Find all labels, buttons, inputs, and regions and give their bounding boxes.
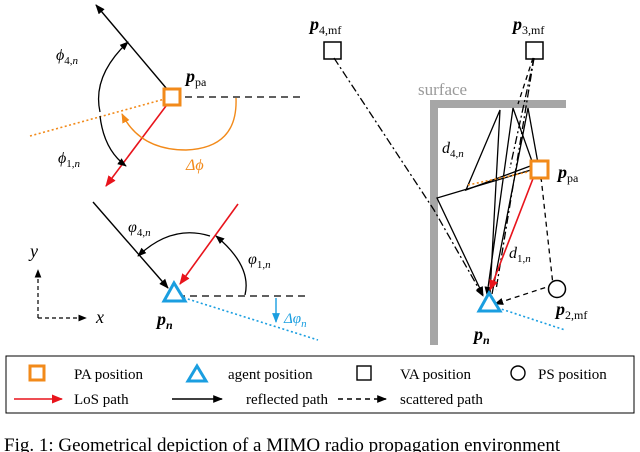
pa-orientation-line <box>29 96 173 137</box>
legend-pa-square-icon <box>28 364 46 382</box>
phi4-arc <box>97 41 129 113</box>
reflected-path-3 <box>484 107 534 296</box>
phi1-arc <box>99 115 127 167</box>
legend-scattered-path: scattered path <box>400 392 483 408</box>
legend-agent-triangle-icon <box>185 363 209 383</box>
legend-agent-position: agent position <box>228 367 313 383</box>
reflected-path-5 <box>491 107 542 295</box>
label-surface: surface <box>418 80 467 99</box>
left-panel-top: ϕ4,n ϕ1,n ppa Δϕ <box>29 4 300 187</box>
label-p2mf: p2,mf <box>554 299 587 322</box>
label-p4mf: p4,mf <box>308 14 341 37</box>
label-p-pa-left: ppa <box>184 66 207 89</box>
pa-square-icon-right <box>529 159 550 180</box>
va-square-icon-3 <box>525 41 544 60</box>
label-varphi1: φ1,n <box>248 251 271 271</box>
pa-square-icon <box>162 87 182 107</box>
scattered-path-3 <box>517 57 534 105</box>
label-p-n-left: pn <box>155 309 173 332</box>
right-panel: surface p4,mf p3,mf d4,n ppa d1,n <box>308 14 587 347</box>
legend-los-path: LoS path <box>74 392 129 408</box>
va4-image-line <box>333 57 484 297</box>
label-d1n: d1,n <box>509 245 531 265</box>
legend: PA position agent position VA position P… <box>5 355 635 414</box>
label-p-pa-right: ppa <box>556 162 579 185</box>
label-varphi4: φ4,n <box>128 219 151 239</box>
varphi1-arc <box>215 235 247 296</box>
label-delta-phi: Δϕ <box>185 157 204 174</box>
reflected-path-pa-up <box>95 4 173 96</box>
reflected-path-4 <box>436 169 532 296</box>
label-p3mf: p3,mf <box>511 14 544 37</box>
los-path-pa <box>105 97 173 187</box>
agent-triangle-icon-right <box>476 290 503 313</box>
pa-orientation-right <box>467 169 538 186</box>
legend-va-position: VA position <box>400 367 471 383</box>
va3-image-line <box>509 57 535 169</box>
legend-ps-position: PS position <box>538 367 607 383</box>
label-d4n: d4,n <box>442 140 464 160</box>
figure-caption: Fig. 1: Geometrical depiction of a MIMO … <box>4 435 561 452</box>
legend-reflected-path: reflected path <box>246 392 329 408</box>
legend-ps-circle-icon <box>510 365 526 381</box>
left-panel-bottom: φ4,n φ1,n pn Δφn y x <box>28 201 319 341</box>
label-axis-y: y <box>28 241 38 261</box>
legend-box <box>5 355 635 414</box>
varphi4-arc <box>137 232 211 257</box>
legend-pa-position: PA position <box>74 367 144 383</box>
legend-va-square-icon <box>356 365 372 381</box>
delta-phi-arc <box>121 97 237 151</box>
va-square-icon-4 <box>323 41 342 60</box>
reflected-path-agent <box>92 201 169 289</box>
los-path-agent <box>179 203 239 285</box>
agent-orientation-right <box>488 304 566 331</box>
label-p-n-right: pn <box>472 324 490 347</box>
agent-triangle-icon <box>161 280 188 303</box>
label-phi4: ϕ4,n <box>56 47 79 67</box>
los-path-right <box>489 175 535 292</box>
ps-circle-icon <box>547 279 567 299</box>
surface-wall <box>430 100 566 345</box>
label-axis-x: x <box>95 307 104 327</box>
label-phi1: ϕ1,n <box>58 150 81 170</box>
label-delta-varphi: Δφn <box>283 311 307 330</box>
